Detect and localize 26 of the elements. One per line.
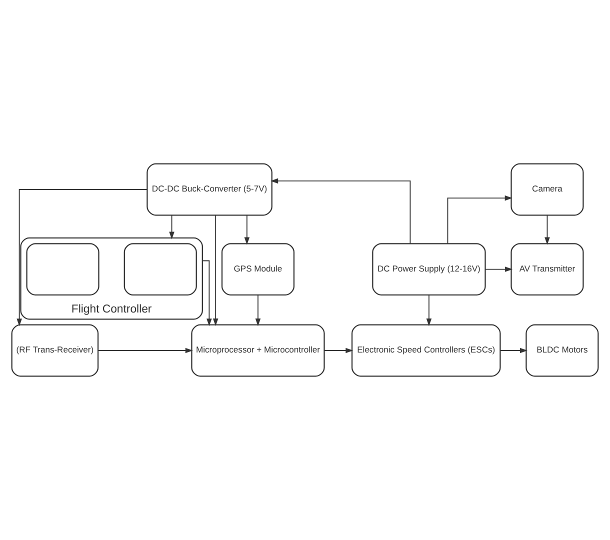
arrow: [500, 348, 528, 354]
arrow: [98, 348, 193, 354]
node-box: Microprocessor + Microcontroller: [191, 324, 325, 377]
node-box: [124, 243, 197, 296]
node-box: BLDC Motors: [526, 324, 599, 377]
arrow: [16, 189, 148, 326]
arrow: [244, 214, 250, 245]
node-box: Camera: [510, 163, 584, 216]
arrow: [426, 294, 432, 326]
arrow: [255, 294, 261, 326]
arrow: [324, 348, 354, 354]
arrow: [202, 260, 212, 326]
node-box: AV Transmitter: [510, 243, 584, 296]
arrow: [212, 214, 218, 326]
node-box: DC-DC Buck-Converter (5-7V): [146, 163, 272, 216]
node-box: Electronic Speed Controllers (ESCs): [351, 324, 501, 377]
node-box: DC Power Supply (12-16V): [372, 243, 486, 296]
arrow: [169, 214, 174, 240]
arrow: [270, 178, 411, 244]
arrow: [484, 266, 513, 272]
node-box: GPS Module: [221, 243, 295, 296]
cluster: Flight Controller: [20, 237, 203, 320]
arrow: [447, 195, 512, 244]
arrow: [544, 214, 550, 245]
node-box: (RF Trans-Receiver): [11, 324, 99, 377]
node-box: [26, 243, 100, 296]
